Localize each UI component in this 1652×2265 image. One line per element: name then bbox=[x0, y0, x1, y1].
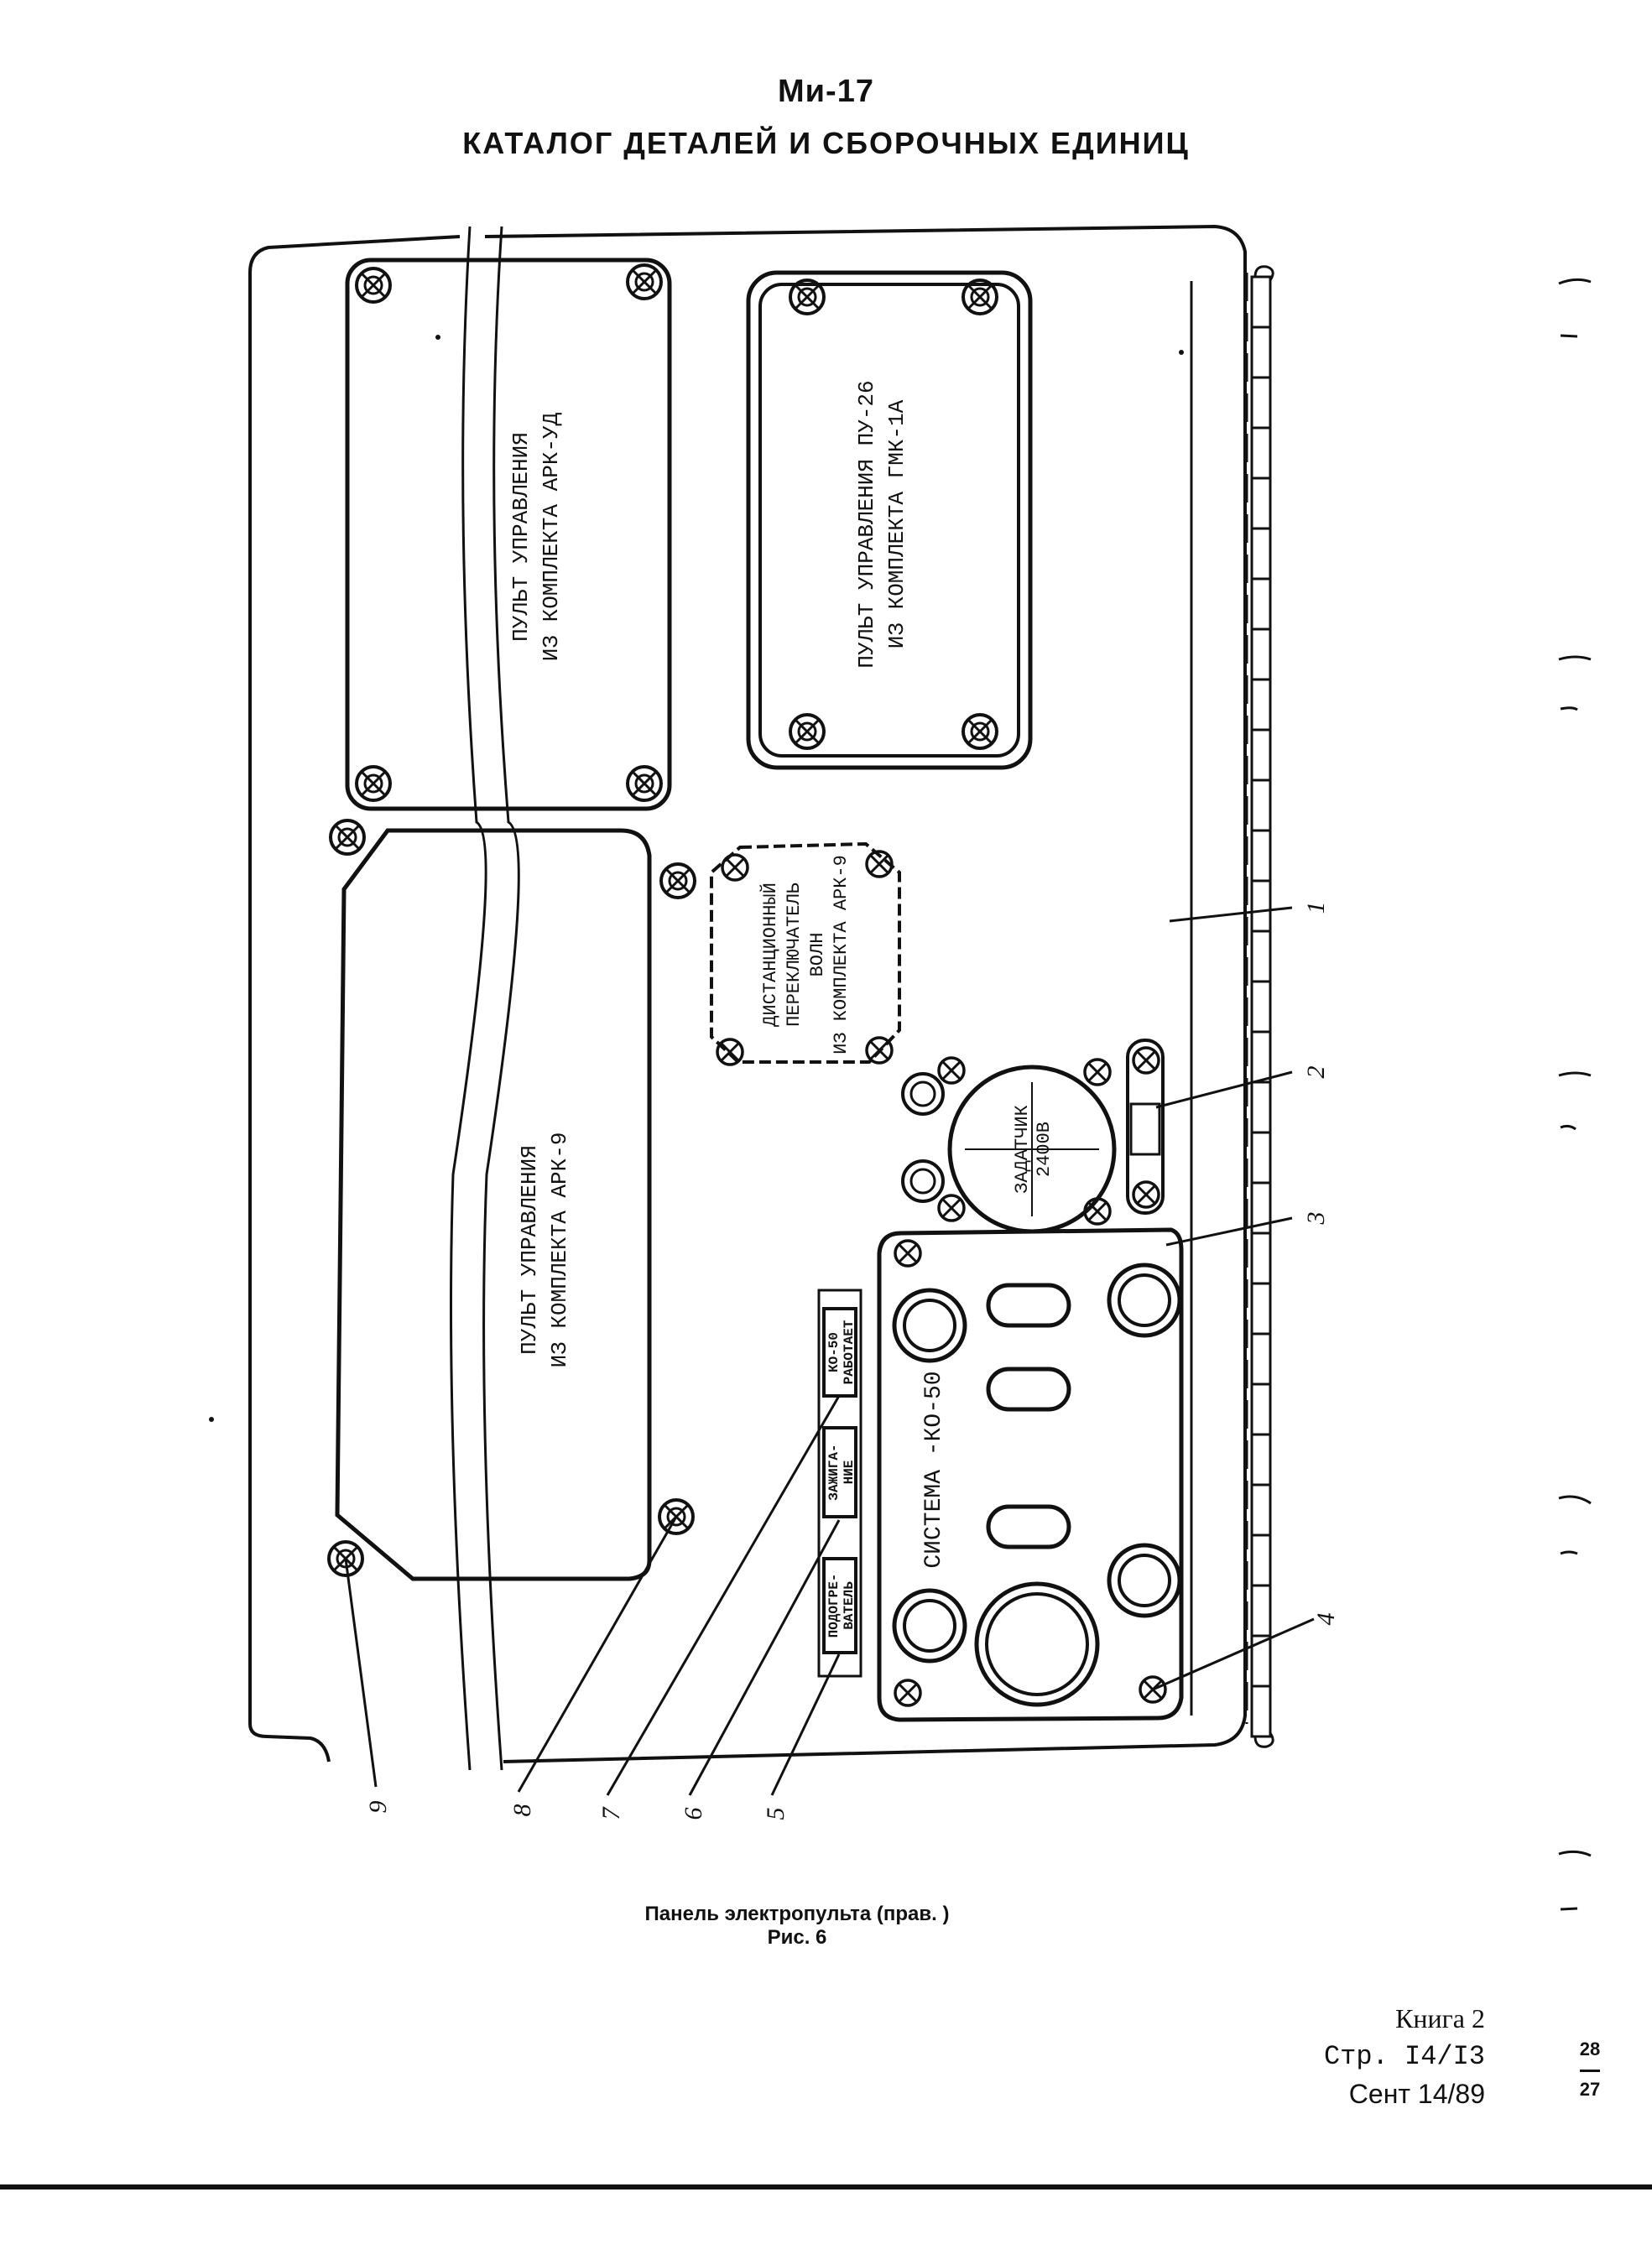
ark9-control-panel: ПУЛЬТ УПРАВЛЕНИЯ ИЗ КОМПЛЕКТА АРК-9 bbox=[327, 819, 696, 1581]
callout-3: 3 bbox=[1302, 1212, 1330, 1226]
ark9-label-line1: ПУЛЬТ УПРАВЛЕНИЯ bbox=[517, 1145, 542, 1355]
document-model: Ми-17 bbox=[778, 74, 874, 109]
ark9-label-line2: ИЗ КОМПЛЕКТА АРК-9 bbox=[547, 1132, 572, 1368]
slot-bracket bbox=[1126, 1039, 1165, 1215]
pu26-control-panel: ПУЛЬТ УПРАВЛЕНИЯ ПУ-26 ИЗ КОМПЛЕКТА ГМК-… bbox=[746, 270, 1033, 770]
hinge-strip bbox=[1250, 265, 1274, 1748]
system-ko50-label: СИСТЕМА -КО-50 bbox=[921, 1371, 947, 1568]
figure-number: Рис. 6 bbox=[767, 1926, 827, 1949]
ko50-system-panel: СИСТЕМА -КО-50 КО-50 РАБОТАЕТ ЗАЖИГА- НИ… bbox=[817, 1227, 1184, 1722]
ko50-works-line2: РАБОТАЕТ bbox=[842, 1320, 857, 1384]
figure-caption: Панель электропульта (прав. ) bbox=[644, 1903, 950, 1925]
heater-line2: ВАТЕЛЬ bbox=[842, 1581, 857, 1630]
callout-9: 9 bbox=[364, 1801, 392, 1814]
ark-ud-control-panel: ПУЛЬТ УПРАВЛЕНИЯ ИЗ КОМПЛЕКТА АРК-УД bbox=[345, 258, 672, 811]
ignition-line2: НИЕ bbox=[842, 1461, 857, 1485]
page-number-bottom: 27 bbox=[1579, 2079, 1601, 2100]
callout-4: 4 bbox=[1312, 1613, 1340, 1626]
callout-2: 2 bbox=[1302, 1066, 1330, 1079]
remote-wave-switch: ДИСТАНЦИОННЫЙ ПЕРЕКЛЮЧАТЕЛЬ ВОЛН ИЗ КОМП… bbox=[710, 841, 901, 1066]
ark-ud-label-line2: ИЗ КОМПЛЕКТА АРК-УД bbox=[539, 412, 564, 661]
page-reference: Стр. I4/I3 bbox=[1323, 2041, 1485, 2072]
switch-label-line3: ВОЛН bbox=[807, 933, 828, 977]
catalog-title: КАТАЛОГ ДЕТАЛЕЙ И СБОРОЧНЫХ ЕДИНИЦ bbox=[462, 126, 1190, 160]
bottom-rule bbox=[0, 2184, 1652, 2190]
setter-2400v: ЗАДАТЧИК 2400В bbox=[901, 1056, 1117, 1234]
heater-line1: ПОДОГРЕ- bbox=[826, 1574, 842, 1638]
setter-label-line1: ЗАДАТЧИК bbox=[1012, 1105, 1033, 1194]
callout-1: 1 bbox=[1302, 902, 1330, 914]
binder-hole-marks bbox=[1558, 278, 1592, 1911]
callout-8: 8 bbox=[508, 1804, 536, 1817]
book-number: Книга 2 bbox=[1395, 2003, 1485, 2033]
callout-numbers: 1 2 3 4 5 6 7 8 9 bbox=[364, 902, 1340, 1820]
setter-label-line2: 2400В bbox=[1034, 1122, 1055, 1177]
page-number-top: 28 bbox=[1579, 2038, 1601, 2059]
ark-ud-label-line1: ПУЛЬТ УПРАВЛЕНИЯ bbox=[508, 432, 534, 642]
revision-date: Сент 14/89 bbox=[1348, 2079, 1485, 2109]
switch-label-line2: ПЕРЕКЛЮЧАТЕЛЬ bbox=[784, 883, 805, 1027]
ko50-works-line1: КО-50 bbox=[826, 1332, 842, 1372]
specks bbox=[209, 335, 1184, 1422]
leader-lines bbox=[344, 906, 1315, 1796]
ignition-line1: ЗАЖИГА- bbox=[826, 1444, 842, 1500]
page-number-divider bbox=[1580, 2070, 1600, 2072]
switch-label-line4: ИЗ КОМПЛЕКТА АРК-9 bbox=[831, 855, 852, 1054]
panel-outline bbox=[248, 224, 1248, 1771]
pu26-label-line1: ПУЛЬТ УПРАВЛЕНИЯ ПУ-26 bbox=[854, 380, 879, 668]
callout-5: 5 bbox=[762, 1808, 790, 1820]
callout-6: 6 bbox=[680, 1808, 707, 1820]
callout-7: 7 bbox=[597, 1806, 625, 1820]
switch-label-line1: ДИСТАНЦИОННЫЙ bbox=[759, 883, 781, 1027]
pu26-label-line2: ИЗ КОМПЛЕКТА ГМК-1А bbox=[884, 399, 909, 648]
